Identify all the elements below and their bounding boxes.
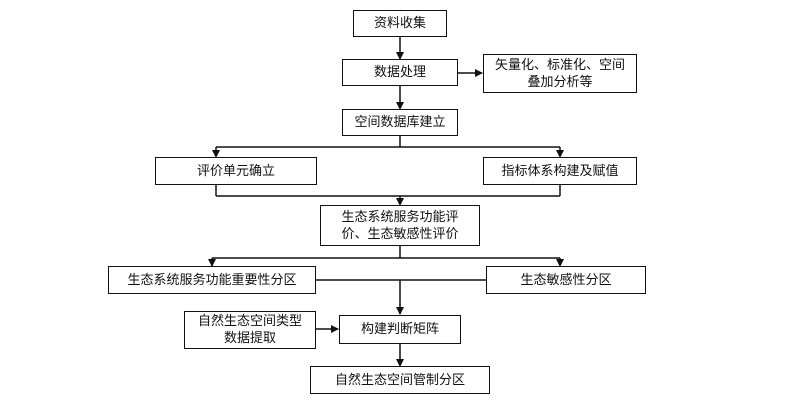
node-unit: 评价单元确立	[155, 157, 317, 185]
node-index: 指标体系构建及赋值	[483, 157, 637, 185]
node-sensitivity-zone: 生态敏感性分区	[486, 266, 646, 294]
node-process-note: 矢量化、标准化、空间 叠加分析等	[483, 54, 637, 93]
node-extraction: 自然生态空间类型 数据提取	[184, 311, 316, 349]
node-final-zone: 自然生态空间管制分区	[310, 366, 490, 394]
node-database: 空间数据库建立	[342, 109, 458, 136]
node-collect: 资料收集	[353, 10, 447, 37]
node-matrix: 构建判断矩阵	[339, 315, 461, 344]
node-evaluation: 生态系统服务功能评 价、生态敏感性评价	[320, 205, 480, 246]
node-process: 数据处理	[342, 59, 458, 86]
node-importance-zone: 生态系统服务功能重要性分区	[108, 266, 316, 294]
